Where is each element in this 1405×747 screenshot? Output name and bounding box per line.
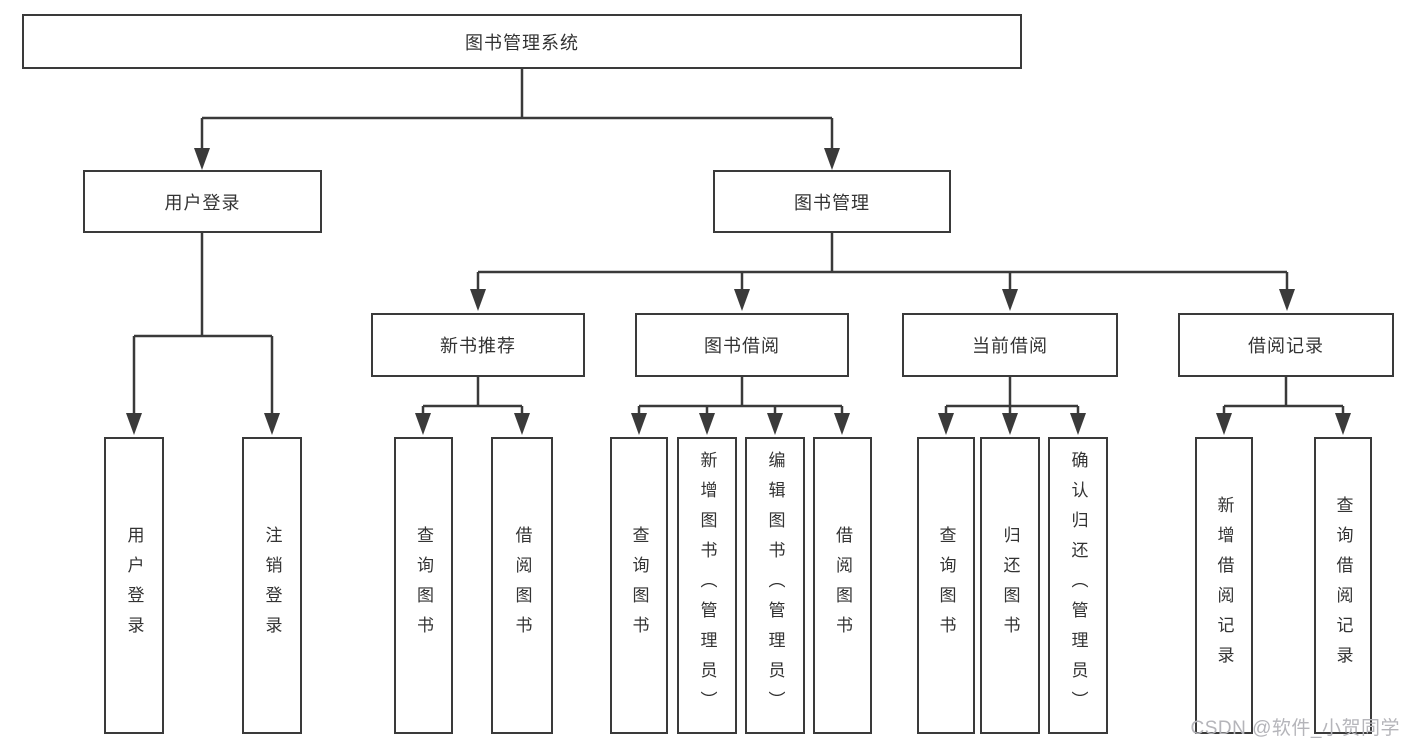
node-label: 用户登录: [164, 192, 241, 213]
leaf-label: 新增借阅记录: [1214, 495, 1234, 676]
leaf-label: 确认归还（管理员）: [1068, 450, 1088, 721]
csdn-watermark: CSDN @软件_小贺同学: [1190, 718, 1400, 739]
leaf-label: 新增图书（管理员）: [697, 450, 717, 721]
leaf-label: 查询借阅记录: [1333, 495, 1353, 676]
leaf-query-books-borrowing: 查询图书: [610, 437, 668, 734]
node-label: 借阅记录: [1248, 336, 1324, 356]
leaf-logout: 注销登录: [242, 437, 302, 734]
leaf-label: 查询图书: [936, 525, 956, 646]
leaf-borrow-books: 借阅图书: [813, 437, 872, 734]
node-label: 图书借阅: [704, 336, 780, 356]
node-label: 图书管理: [794, 192, 870, 213]
leaf-add-borrow-record: 新增借阅记录: [1195, 437, 1253, 734]
leaf-edit-books-admin: 编辑图书（管理员）: [745, 437, 805, 734]
leaf-label: 查询图书: [414, 525, 433, 646]
node-label: 图书管理系统: [465, 32, 579, 53]
leaf-query-books-recommend: 查询图书: [394, 437, 453, 734]
node-new-book-recommend: 新书推荐: [371, 313, 585, 377]
leaf-label: 查询图书: [629, 525, 649, 646]
leaf-confirm-return-admin: 确认归还（管理员）: [1048, 437, 1108, 734]
leaf-user-login: 用户登录: [104, 437, 164, 734]
leaf-label: 用户登录: [124, 525, 144, 646]
node-label: 新书推荐: [440, 336, 516, 356]
node-book-management-branch: 图书管理: [713, 170, 951, 233]
node-label: 当前借阅: [972, 336, 1048, 356]
node-book-borrowing: 图书借阅: [635, 313, 849, 377]
leaf-add-books-admin: 新增图书（管理员）: [677, 437, 737, 734]
arrowheads: [126, 148, 1351, 435]
leaf-return-books: 归还图书: [980, 437, 1040, 734]
node-current-borrowing: 当前借阅: [902, 313, 1118, 377]
node-library-system-root: 图书管理系统: [22, 14, 1022, 69]
leaf-label: 借阅图书: [833, 525, 852, 646]
leaf-label: 注销登录: [262, 525, 282, 646]
leaf-label: 归还图书: [1000, 525, 1020, 646]
leaf-label: 编辑图书（管理员）: [765, 450, 785, 721]
node-user-login-branch: 用户登录: [83, 170, 322, 233]
leaf-borrow-books-recommend: 借阅图书: [491, 437, 553, 734]
leaf-query-borrow-record: 查询借阅记录: [1314, 437, 1372, 734]
node-borrowing-records: 借阅记录: [1178, 313, 1394, 377]
leaf-label: 借阅图书: [512, 525, 532, 646]
leaf-query-books-current: 查询图书: [917, 437, 975, 734]
